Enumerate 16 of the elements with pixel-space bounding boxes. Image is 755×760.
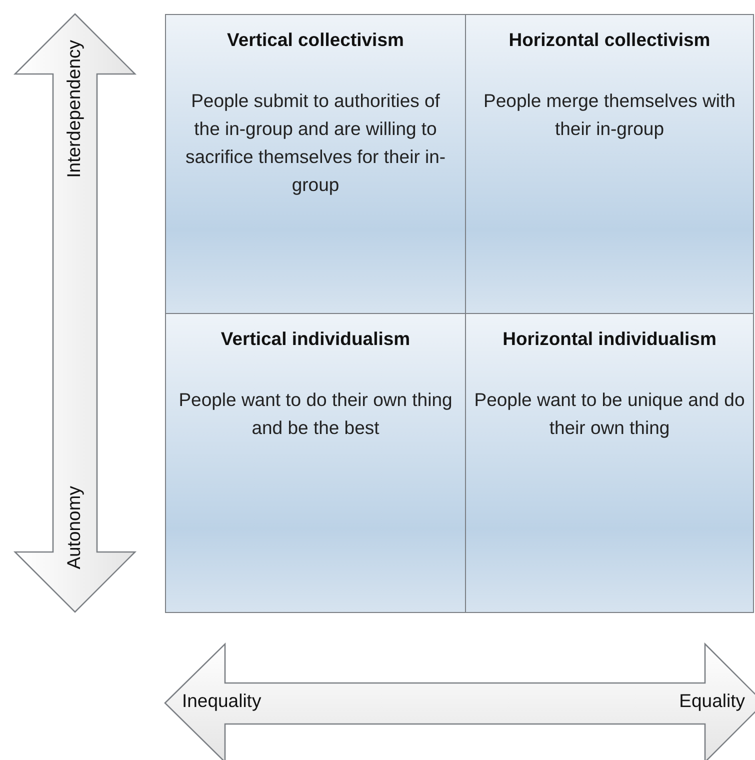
quadrant-heading: Vertical individualism [220, 328, 410, 350]
quadrant-heading: Horizontal individualism [502, 328, 716, 350]
quadrant-box [165, 313, 466, 613]
quadrant-box [465, 14, 754, 314]
quadrant-description: People want to do their own thing and be the best [178, 388, 454, 440]
axis-label: Autonomy [63, 486, 85, 570]
axis-label: Inequality [182, 690, 262, 712]
quadrant-description: People submit to authorities of the in-group and are willing to sacrifice themselves for their in-group [184, 89, 447, 197]
quadrant-description: People merge themselves with their in-group [482, 89, 736, 141]
quadrant-heading: Vertical collectivism [227, 29, 404, 51]
axis-label: Interdependency [63, 40, 85, 178]
quadrant-box [465, 313, 754, 613]
quadrant-description: People want to be unique and do their own thing [473, 388, 746, 440]
axis-label: Equality [679, 690, 745, 712]
quadrant-heading: Horizontal collectivism [508, 29, 710, 51]
quadrant-box [165, 14, 466, 314]
